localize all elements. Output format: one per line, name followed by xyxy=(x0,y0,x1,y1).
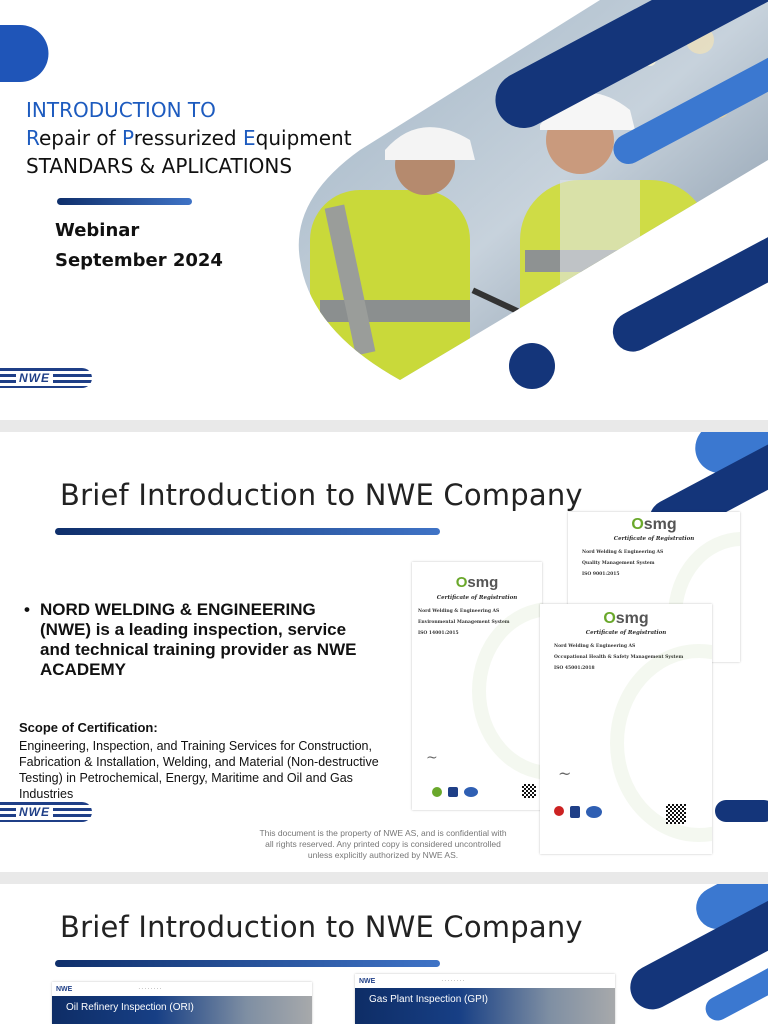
title-letter-r: R xyxy=(26,126,39,150)
scope-body: Engineering, Inspection, and Training Se… xyxy=(19,739,379,801)
company-intro-slide: Brief Introduction to NWE Company • NORD… xyxy=(0,432,768,872)
heading-underline xyxy=(55,528,440,535)
nwe-logo-text: NWE xyxy=(16,371,53,385)
slide3-heading: Brief Introduction to NWE Company xyxy=(60,910,583,944)
slide1-title: INTRODUCTION TO Repair of Pressurized Eq… xyxy=(26,96,352,180)
cert-system: Quality Management System xyxy=(582,561,655,566)
certificate-environmental: Osmg Certificate of Registration Nord We… xyxy=(412,562,542,810)
website-nav: NWE · · · · · · · · xyxy=(56,985,162,993)
slide1-decor xyxy=(0,0,768,389)
cert-company: Nord Welding & Engineering AS xyxy=(418,609,500,614)
certificate-health-safety: Osmg Certificate of Registration Nord We… xyxy=(540,604,712,854)
website-brand: NWE xyxy=(56,985,73,993)
iaf-badge-icon xyxy=(586,806,602,818)
qr-code-icon xyxy=(666,804,686,824)
badge-icon xyxy=(432,787,442,797)
navy-dot xyxy=(509,343,555,389)
navy-pill xyxy=(495,0,768,128)
cert-heading: Certificate of Registration xyxy=(585,630,667,636)
title-word-equipment: quipment xyxy=(255,126,352,150)
cert-company: Nord Welding & Engineering AS xyxy=(554,644,636,649)
website-screenshot-gpi: NWE · · · · · · · · Gas Plant Inspection… xyxy=(355,974,615,1024)
cert-heading: Certificate of Registration xyxy=(436,595,518,601)
bullet-dot: • xyxy=(24,600,30,619)
website-brand: NWE xyxy=(359,977,376,985)
hero-title: Gas Plant Inspection (GPI) xyxy=(369,994,488,1005)
smg-logo: Osmg xyxy=(603,610,649,627)
ias-badge-icon xyxy=(570,806,580,818)
corner-shape xyxy=(0,25,49,82)
cert-standard: ISO 45001:2018 xyxy=(554,666,595,671)
title-line3: STANDARS & APLICATIONS xyxy=(26,154,293,178)
title-underline xyxy=(57,198,192,205)
smg-logo: Osmg xyxy=(631,516,677,533)
nwe-logo: NWE xyxy=(0,368,92,388)
slide2-heading: Brief Introduction to NWE Company xyxy=(60,478,583,512)
company-websites-slide: Brief Introduction to NWE Company NWE · … xyxy=(0,884,768,1024)
event-type: Webinar xyxy=(55,220,140,241)
badge-icon xyxy=(554,806,564,816)
signature: ~ xyxy=(558,764,572,783)
event-date: September 2024 xyxy=(55,250,223,271)
intro-bullet: • NORD WELDING & ENGINEERING (NWE) is a … xyxy=(24,600,364,680)
title-slide: INTRODUCTION TO Repair of Pressurized Eq… xyxy=(0,0,768,420)
slide2-decor xyxy=(649,432,768,822)
cert-system: Environmental Management System xyxy=(418,620,510,625)
slide-divider xyxy=(0,872,768,884)
slide3-decor xyxy=(630,884,768,1021)
title-letter-e: E xyxy=(243,126,256,150)
title-letter-p: P xyxy=(122,126,134,150)
nwe-logo: NWE xyxy=(0,802,92,822)
hero-title: Oil Refinery Inspection (ORI) xyxy=(66,1002,194,1013)
title-word-pressurized: ressurized xyxy=(133,126,243,150)
website-nav: NWE · · · · · · · · xyxy=(359,977,465,985)
slide-divider xyxy=(0,420,768,432)
nwe-logo-text: NWE xyxy=(16,805,53,819)
qr-code-icon xyxy=(522,784,536,798)
navy-pill-2 xyxy=(612,208,768,352)
cert-standard: ISO 14001:2015 xyxy=(418,631,459,636)
cert-heading: Certificate of Registration xyxy=(613,536,695,542)
website-screenshot-ori: NWE · · · · · · · · Oil Refinery Inspect… xyxy=(52,982,312,1024)
ias-badge-icon xyxy=(448,787,458,797)
blue-pill xyxy=(613,26,768,164)
website-hero: Gas Plant Inspection (GPI) xyxy=(355,988,615,1024)
heading-underline xyxy=(55,960,440,967)
title-line2: Repair of Pressurized Equipment xyxy=(26,124,352,152)
bullet-text: NORD WELDING & ENGINEERING (NWE) is a le… xyxy=(40,600,357,679)
smg-logo: Osmg xyxy=(455,574,499,591)
scope-title: Scope of Certification: xyxy=(19,720,158,735)
cert-company: Nord Welding & Engineering AS xyxy=(582,550,664,555)
signature: ~ xyxy=(426,750,438,766)
title-line1: INTRODUCTION TO xyxy=(26,98,216,122)
event-info: Webinar September 2024 xyxy=(55,216,223,276)
cert-standard: ISO 9001:2015 xyxy=(582,572,620,577)
website-hero: Oil Refinery Inspection (ORI) xyxy=(52,996,312,1024)
cert-system: Occupational Health & Safety Management … xyxy=(554,655,684,660)
confidential-notice: This document is the property of NWE AS,… xyxy=(259,828,507,860)
iaf-badge-icon xyxy=(464,787,478,797)
title-word-repair: epair of xyxy=(39,126,123,150)
